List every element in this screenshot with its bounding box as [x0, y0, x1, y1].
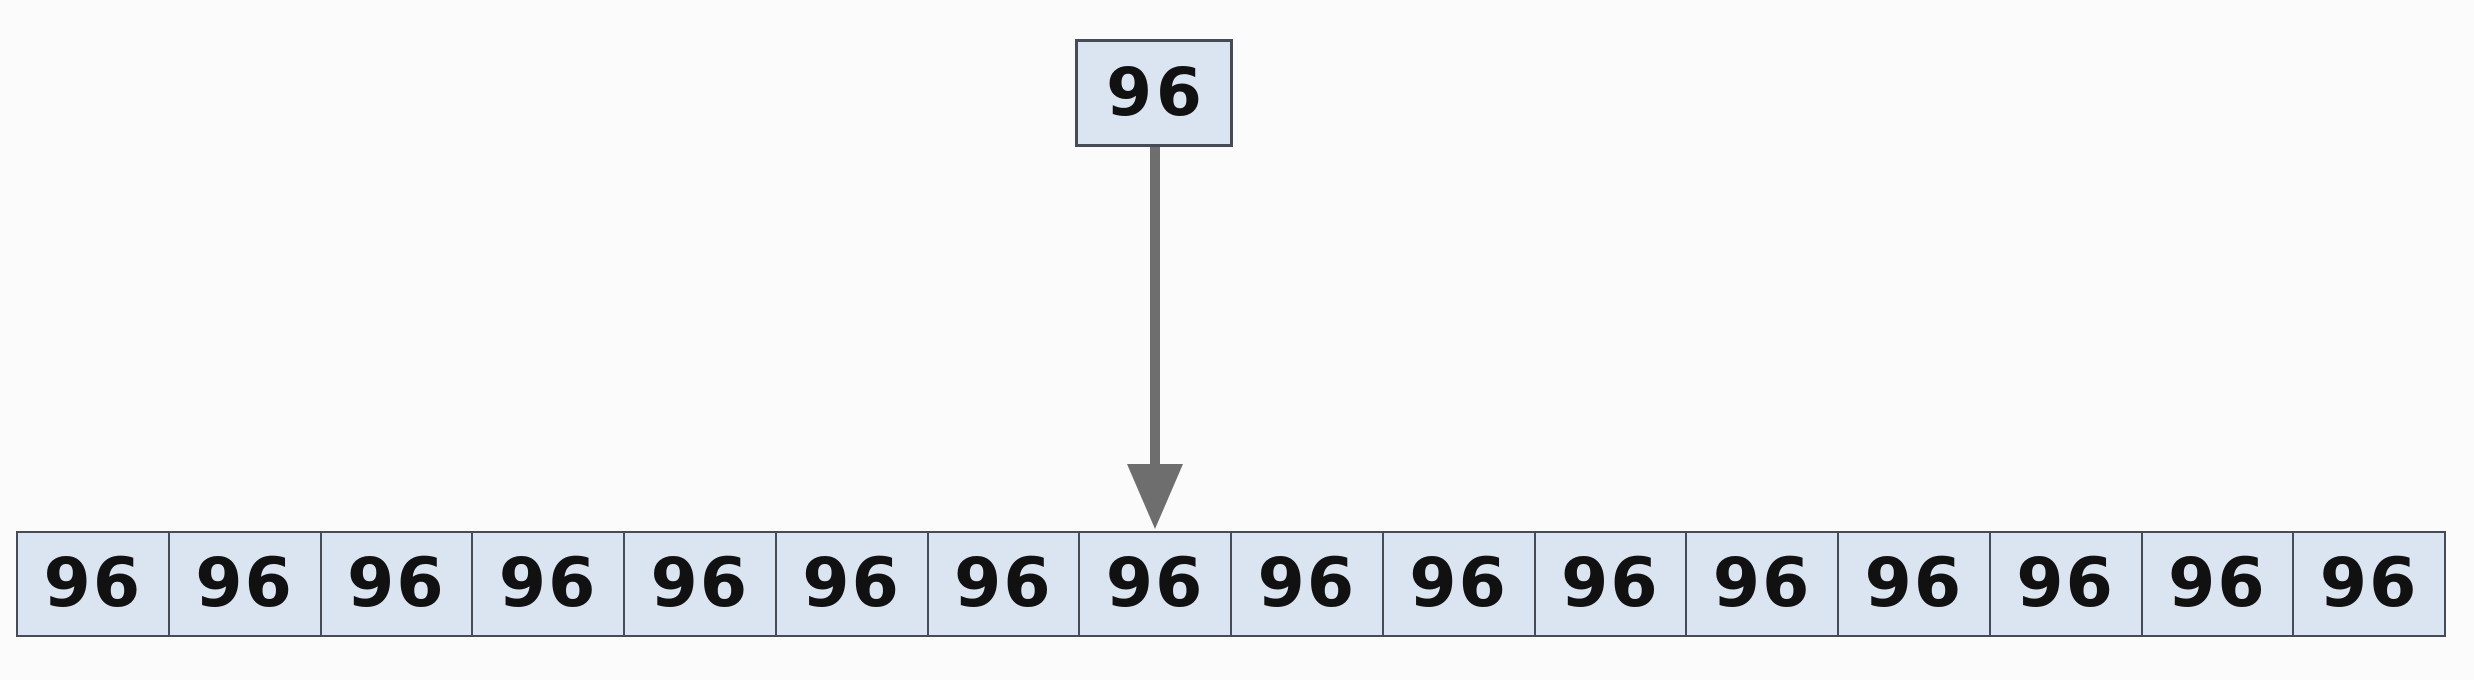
arrow-shaft — [1150, 147, 1160, 469]
array-cell: 96 — [319, 533, 472, 635]
arrow-head — [1127, 464, 1183, 529]
array-cell: 96 — [774, 533, 927, 635]
array-cell: 96 — [1988, 533, 2141, 635]
scalar-value-box: 96 — [1075, 39, 1233, 147]
array-cell: 96 — [2140, 533, 2293, 635]
array-cell: 96 — [2292, 533, 2444, 635]
array-cell: 96 — [167, 533, 320, 635]
array-cell: 96 — [623, 533, 775, 635]
array-cell: 96 — [1381, 533, 1534, 635]
array-cell: 96 — [1230, 533, 1382, 635]
array-cell: 96 — [1837, 533, 1989, 635]
array-cell: 96 — [18, 533, 168, 635]
array-cell: 96 — [1685, 533, 1837, 635]
down-arrow-icon — [1127, 147, 1183, 529]
array-cell: 96 — [471, 533, 623, 635]
array-cell: 96 — [1078, 533, 1230, 635]
array-cell: 96 — [1533, 533, 1686, 635]
array-cell: 96 — [926, 533, 1079, 635]
scalar-value: 96 — [1106, 54, 1206, 131]
